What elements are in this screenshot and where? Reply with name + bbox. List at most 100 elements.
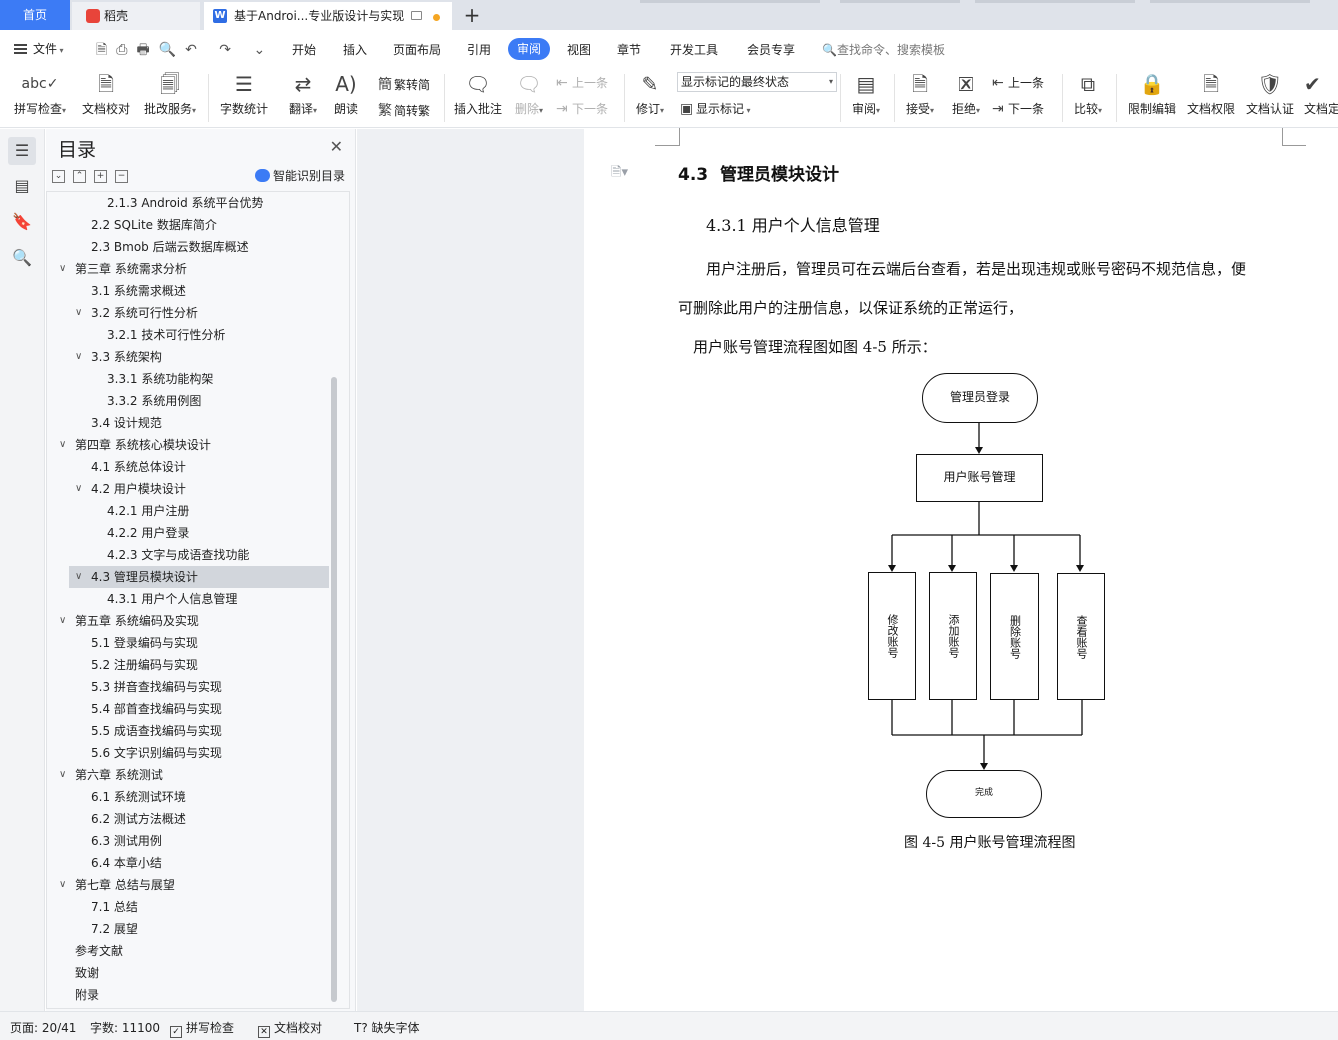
toc-item[interactable]: 6.4 本章小结 bbox=[47, 852, 337, 874]
menu-view[interactable]: 视图 bbox=[567, 43, 592, 57]
prev-change-button[interactable]: ⇤上一条 bbox=[992, 74, 1044, 91]
toc-item[interactable]: 4.2.3 文字与成语查找功能 bbox=[47, 544, 337, 566]
show-markup-button[interactable]: ▣显示标记 ▾ bbox=[680, 101, 751, 117]
compare-button[interactable]: ⧉ 比较▾ bbox=[1068, 68, 1108, 128]
batch-service-button[interactable]: 🗐 批改服务▾ bbox=[138, 68, 202, 128]
spellcheck-button[interactable]: abc✓ 拼写检查▾ bbox=[8, 68, 72, 128]
toc-item[interactable]: 5.3 拼音查找编码与实现 bbox=[47, 676, 337, 698]
chevron-down-icon[interactable]: ∨ bbox=[59, 263, 67, 274]
toc-item[interactable]: 3.4 设计规范 bbox=[47, 412, 337, 434]
menu-reference[interactable]: 引用 bbox=[467, 43, 492, 57]
toc-item[interactable]: 2.3 Bmob 后端云数据库概述 bbox=[47, 236, 337, 258]
menu-review[interactable]: 审阅 bbox=[508, 38, 550, 60]
tab-home[interactable]: 首页 bbox=[0, 0, 70, 30]
toc-item[interactable]: 致谢 bbox=[47, 962, 337, 984]
next-comment-button[interactable]: ⇥下一条 bbox=[556, 100, 608, 117]
menu-insert[interactable]: 插入 bbox=[343, 43, 368, 57]
doc-final-button[interactable]: ✔ 文档定 bbox=[1304, 68, 1338, 128]
revise-button[interactable]: ✎ 修订▾ bbox=[630, 68, 670, 128]
toc-item[interactable]: ∨第七章 总结与展望 bbox=[47, 874, 337, 896]
doc-cert-button[interactable]: 🛡 文档认证 bbox=[1242, 68, 1298, 128]
status-proofread[interactable]: ✕文档校对 bbox=[258, 1019, 322, 1038]
review-pane-button[interactable]: ▤ 审阅▾ bbox=[846, 68, 886, 128]
chevron-down-icon[interactable]: ∨ bbox=[59, 439, 67, 450]
chevron-down-icon[interactable]: ∨ bbox=[75, 571, 83, 582]
prev-comment-button[interactable]: ⇤上一条 bbox=[556, 74, 608, 91]
toc-item[interactable]: 3.3.2 系统用例图 bbox=[47, 390, 337, 412]
bookmark-icon[interactable]: 🔖 bbox=[12, 212, 32, 231]
toc-item[interactable]: 参考文献 bbox=[47, 940, 337, 962]
proofread-button[interactable]: 🗎 文档校对 bbox=[78, 68, 134, 128]
reject-button[interactable]: 🗷 拒绝▾ bbox=[946, 68, 986, 128]
remove-heading-icon[interactable]: − bbox=[115, 170, 128, 183]
toc-item[interactable]: 4.2.2 用户登录 bbox=[47, 522, 337, 544]
toc-item[interactable]: ∨第三章 系统需求分析 bbox=[47, 258, 337, 280]
doc-permission-button[interactable]: 🗎 文档权限 bbox=[1184, 68, 1238, 128]
quick-access-toolbar[interactable]: 🗎⎙🖶🔍↶ ↷ ⌄ bbox=[96, 42, 275, 58]
menu-chapter[interactable]: 章节 bbox=[617, 43, 642, 57]
toc-item[interactable]: 5.1 登录编码与实现 bbox=[47, 632, 337, 654]
toc-item[interactable]: ∨第四章 系统核心模块设计 bbox=[47, 434, 337, 456]
toc-item[interactable]: 4.2.1 用户注册 bbox=[47, 500, 337, 522]
chevron-down-icon[interactable]: ∨ bbox=[59, 615, 67, 626]
menu-dev-tools[interactable]: 开发工具 bbox=[670, 43, 719, 57]
menu-start[interactable]: 开始 bbox=[292, 43, 317, 57]
toc-item[interactable]: 6.1 系统测试环境 bbox=[47, 786, 337, 808]
chevron-down-icon[interactable]: ∨ bbox=[75, 351, 83, 362]
toc-panel-icon[interactable]: ☰ bbox=[8, 137, 36, 165]
smart-recognize-toc-button[interactable]: 智能识别目录 bbox=[254, 167, 345, 184]
toc-item[interactable]: ∨第六章 系统测试 bbox=[47, 764, 337, 786]
toc-item[interactable]: ∨4.3 管理员模块设计 bbox=[69, 566, 329, 588]
toc-item[interactable]: 2.2 SQLite 数据库简介 bbox=[47, 214, 337, 236]
chevron-down-icon[interactable]: ∨ bbox=[75, 483, 83, 494]
read-aloud-button[interactable]: A) 朗读 bbox=[328, 68, 364, 128]
toc-item[interactable]: 2.1.3 Android 系统平台优势 bbox=[47, 192, 337, 214]
chevron-down-icon[interactable]: ∨ bbox=[59, 769, 67, 780]
toc-item[interactable]: ∨3.2 系统可行性分析 bbox=[47, 302, 337, 324]
toc-item[interactable]: ∨4.2 用户模块设计 bbox=[47, 478, 337, 500]
add-heading-icon[interactable]: + bbox=[94, 170, 107, 183]
search-icon[interactable]: 🔍 bbox=[12, 248, 32, 267]
expand-up-icon[interactable]: ⌃ bbox=[73, 170, 86, 183]
outline-icon[interactable]: ▤ bbox=[14, 176, 30, 195]
toc-item[interactable]: 3.1 系统需求概述 bbox=[47, 280, 337, 302]
trad-to-simp-button[interactable]: 簡繁转简 bbox=[378, 74, 430, 94]
toc-item[interactable]: 4.3.1 用户个人信息管理 bbox=[47, 588, 337, 610]
chevron-down-icon[interactable]: ∨ bbox=[75, 307, 83, 318]
toc-item[interactable]: 5.2 注册编码与实现 bbox=[47, 654, 337, 676]
next-change-button[interactable]: ⇥下一条 bbox=[992, 100, 1044, 117]
toc-item[interactable]: 3.2.1 技术可行性分析 bbox=[47, 324, 337, 346]
status-spellcheck[interactable]: ✓拼写检查 bbox=[170, 1019, 234, 1038]
word-count-button[interactable]: ☰ 字数统计 bbox=[214, 68, 274, 128]
tab-daoke[interactable]: 稻壳 bbox=[72, 2, 200, 30]
collapse-all-icon[interactable]: ⌄ bbox=[52, 170, 65, 183]
delete-comment-button[interactable]: 🗨 删除▾ bbox=[508, 68, 550, 128]
command-search[interactable]: 🔍查找命令、搜索模板 bbox=[822, 41, 945, 58]
chevron-down-icon[interactable]: ∨ bbox=[59, 879, 67, 890]
restrict-edit-button[interactable]: 🔒 限制编辑 bbox=[1124, 68, 1180, 128]
toc-scrollbar[interactable] bbox=[331, 377, 337, 1002]
status-missing-font[interactable]: T? 缺失字体 bbox=[354, 1019, 420, 1036]
toc-item[interactable]: 6.3 测试用例 bbox=[47, 830, 337, 852]
word-count-indicator[interactable]: 字数: 11100 bbox=[90, 1021, 161, 1035]
menu-layout[interactable]: 页面布局 bbox=[393, 43, 442, 57]
new-tab-button[interactable]: + bbox=[463, 3, 481, 27]
toc-item[interactable]: 5.5 成语查找编码与实现 bbox=[47, 720, 337, 742]
toc-item[interactable]: ∨3.3 系统架构 bbox=[47, 346, 337, 368]
page-indicator[interactable]: 页面: 20/41 bbox=[10, 1021, 77, 1035]
toc-item[interactable]: 7.1 总结 bbox=[47, 896, 337, 918]
accept-button[interactable]: 🗎 接受▾ bbox=[900, 68, 940, 128]
toc-item[interactable]: 5.6 文字识别编码与实现 bbox=[47, 742, 337, 764]
toc-item[interactable]: 7.2 展望 bbox=[47, 918, 337, 940]
toc-item[interactable]: 附录 bbox=[47, 984, 337, 1006]
toc-item[interactable]: 3.3.1 系统功能构架 bbox=[47, 368, 337, 390]
markup-state-select[interactable]: 显示标记的最终状态▾ bbox=[677, 72, 837, 92]
tab-document[interactable]: W 基于Androi...专业版设计与实现 bbox=[204, 2, 452, 30]
paragraph-marker-icon[interactable]: 🗎▾ bbox=[611, 165, 628, 180]
close-icon[interactable]: ✕ bbox=[329, 137, 343, 156]
toc-item[interactable]: 5.4 部首查找编码与实现 bbox=[47, 698, 337, 720]
toc-item[interactable]: ∨第五章 系统编码及实现 bbox=[47, 610, 337, 632]
file-menu[interactable]: 文件 ▾ bbox=[14, 40, 64, 57]
toc-item[interactable]: 4.1 系统总体设计 bbox=[47, 456, 337, 478]
simp-to-trad-button[interactable]: 繁简转繁 bbox=[378, 100, 430, 120]
